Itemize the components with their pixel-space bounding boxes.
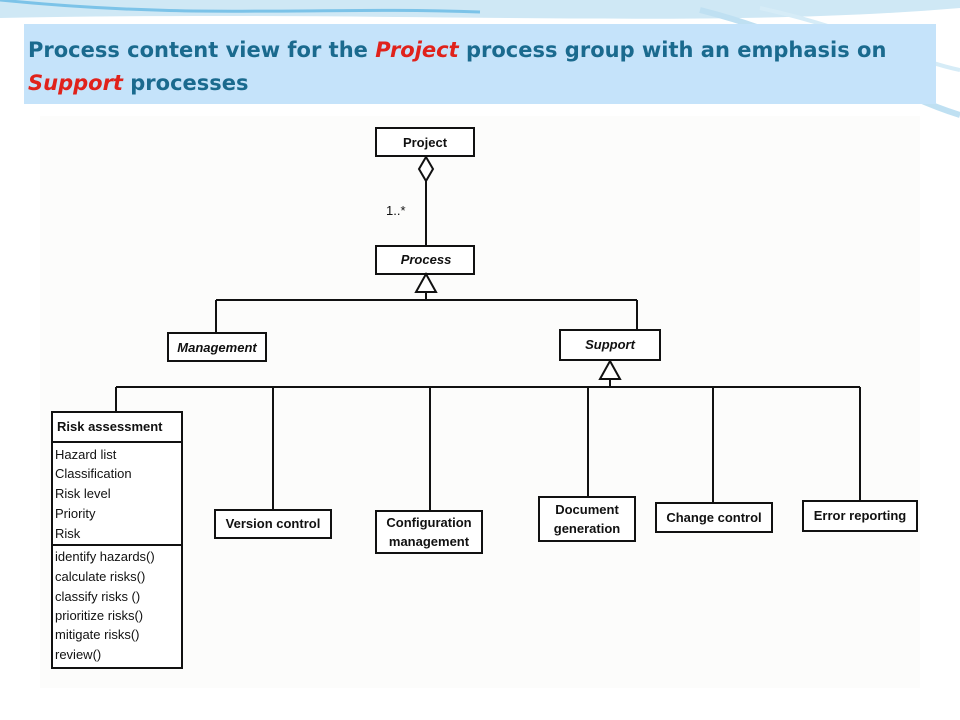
attribute-hazard-list: Hazard list (55, 447, 117, 462)
risk-assessment-class-label: Risk assessment (57, 419, 163, 434)
process-class-label: Process (401, 252, 452, 267)
configuration-management-class-box (375, 510, 483, 554)
operation-review: review() (55, 647, 101, 662)
management-class-label: Management (177, 340, 257, 355)
title-text-3: processes (122, 71, 249, 95)
project-class-label: Project (403, 135, 448, 150)
process-class-box (375, 245, 475, 275)
version-control-label: Version control (226, 516, 321, 531)
operation-identify-hazards: identify hazards() (55, 549, 155, 564)
attribute-priority: Priority (55, 506, 96, 521)
project-class-box (375, 127, 475, 157)
management-class-box (167, 332, 267, 362)
document-generation-label-line1: Document (555, 502, 619, 517)
configuration-management-label-line1: Configuration (386, 515, 471, 530)
version-control-class-box (214, 509, 332, 539)
diagram-background (40, 116, 920, 688)
error-reporting-class-box (802, 500, 918, 532)
document-generation-class-box (538, 496, 636, 542)
support-class-label: Support (585, 337, 635, 352)
configuration-management-label-line2: management (389, 534, 470, 549)
operation-mitigate-risks: mitigate risks() (55, 627, 140, 642)
risk-assessment-class-box (51, 411, 183, 669)
operation-prioritize-risks: prioritize risks() (55, 608, 143, 623)
title-text-1: Process content view for the (28, 38, 376, 62)
operation-classify-risks: classify risks () (55, 589, 140, 604)
document-generation-label-line2: generation (554, 521, 621, 536)
title-emphasis-project: Project (375, 38, 459, 62)
attribute-risk-level: Risk level (55, 486, 111, 501)
operation-calculate-risks: calculate risks() (55, 569, 145, 584)
process-inheritance-arrow (414, 271, 438, 293)
support-class-box (559, 329, 661, 361)
multiplicity-label: 1..* (386, 203, 406, 218)
attribute-classification: Classification (55, 466, 132, 481)
title-emphasis-support: Support (28, 71, 123, 95)
title-text-2: process group with an emphasis on (458, 38, 887, 62)
support-inheritance-arrow (598, 358, 622, 380)
attribute-risk: Risk (55, 526, 81, 541)
change-control-class-box (655, 502, 773, 533)
change-control-label: Change control (666, 510, 761, 525)
aggregation-diamond (417, 155, 435, 183)
error-reporting-label: Error reporting (814, 508, 907, 523)
slide-title: Process content view for the Project pro… (24, 24, 936, 104)
